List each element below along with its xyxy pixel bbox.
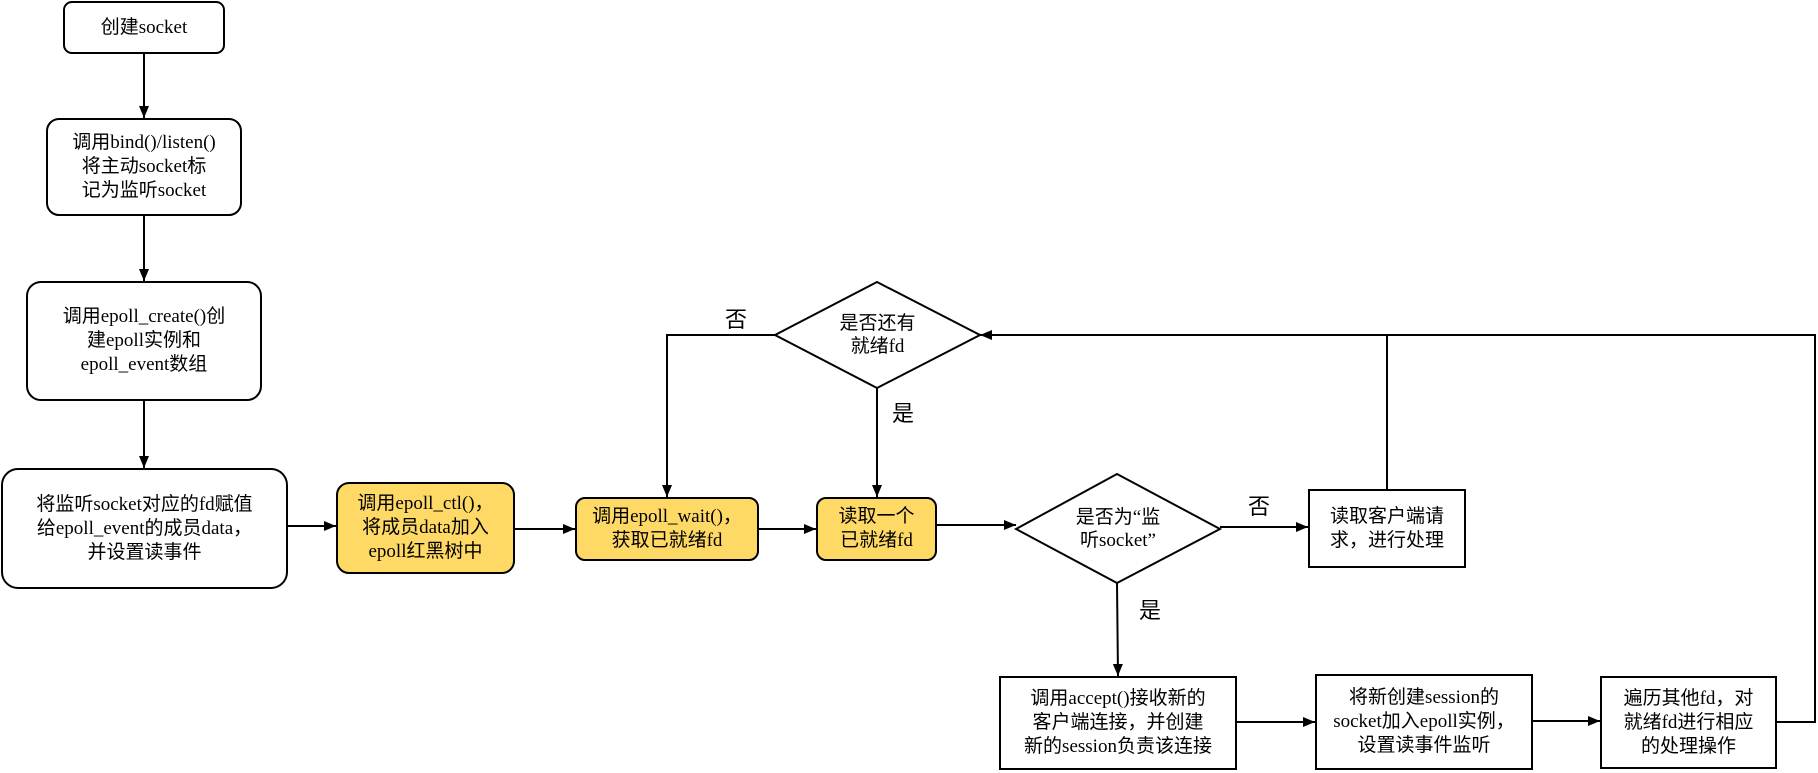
arrow-traverse-loop-back bbox=[980, 330, 1816, 723]
step-text-line: 设置读事件监听 bbox=[1357, 735, 1491, 756]
step-create-socket: 创建socket bbox=[63, 1, 225, 54]
step-text-line: 创建socket bbox=[100, 16, 188, 38]
edge-label-no: 否 bbox=[1247, 494, 1271, 519]
decision-more-ready-fd-shape bbox=[772, 280, 983, 390]
step-epoll-ctl: 调用epoll_ctl()， 将成员data加入 epoll红黑树中 bbox=[336, 482, 515, 574]
step-accept-connection: 调用accept()接收新的 客户端连接，并创建 新的session负责该连接 bbox=[999, 676, 1237, 770]
decision-is-listen-socket-shape bbox=[1013, 472, 1223, 585]
step-text-line: 调用epoll_ctl()， bbox=[357, 493, 494, 514]
edge-label-yes: 是 bbox=[891, 401, 915, 426]
step-epoll-create: 调用epoll_create()创 建epoll实例和 epoll_event数… bbox=[26, 281, 262, 401]
step-text-line: 就绪fd进行相应 bbox=[1623, 711, 1754, 733]
step-text-line: 给epoll_event的成员data， bbox=[36, 517, 253, 539]
step-text-line: 将新创建session的 bbox=[1349, 687, 1499, 708]
step-text-line: epoll_event数组 bbox=[80, 354, 208, 375]
step-handle-client-request: 读取客户端请 求，进行处理 bbox=[1308, 489, 1466, 568]
step-text-line: 求，进行处理 bbox=[1329, 529, 1444, 551]
step-text-line: 读取客户端请 bbox=[1329, 505, 1444, 527]
step-text-line: 建epoll实例和 bbox=[87, 330, 201, 351]
step-epoll-wait: 调用epoll_wait()， 获取已就绪fd bbox=[575, 497, 759, 561]
step-text-line: 调用accept()接收新的 bbox=[1030, 688, 1206, 709]
step-text-line: 将监听socket对应的fd赋值 bbox=[36, 493, 253, 515]
decision-text-line: 是否还有 bbox=[839, 313, 916, 334]
step-traverse-other-fds: 遍历其他fd，对 就绪fd进行相应 的处理操作 bbox=[1600, 676, 1777, 769]
arrow-listen-yes-to-accept bbox=[1112, 582, 1123, 677]
edge-label-yes: 是 bbox=[1138, 598, 1162, 623]
edge-label-no: 否 bbox=[724, 307, 748, 332]
step-text-line: 将成员data加入 bbox=[362, 517, 489, 538]
step-text-line: 调用epoll_create()创 bbox=[62, 306, 226, 327]
step-text-line: 新的session负责该连接 bbox=[1024, 736, 1212, 757]
decision-is-listen-socket: 是否为“监 听socket” bbox=[1016, 474, 1220, 583]
step-text-line: epoll红黑树中 bbox=[368, 541, 483, 562]
decision-text-line: 就绪fd bbox=[850, 336, 905, 357]
step-text-line: 已就绪fd bbox=[840, 530, 913, 551]
decision-text-line: 是否为“监 bbox=[1075, 506, 1161, 528]
step-text-line: 遍历其他fd，对 bbox=[1623, 687, 1754, 709]
step-text-line: 获取已就绪fd bbox=[611, 530, 723, 551]
step-text-line: 将主动socket标 bbox=[81, 156, 207, 177]
decision-text-line: 听socket” bbox=[1080, 529, 1156, 551]
step-text-line: 的处理操作 bbox=[1640, 735, 1736, 757]
step-text-line: 记为监听socket bbox=[81, 180, 207, 201]
step-text-line: 并设置读事件 bbox=[87, 541, 202, 563]
step-read-ready-fd: 读取一个 已就绪fd bbox=[816, 497, 937, 561]
step-add-session-socket: 将新创建session的 socket加入epoll实例， 设置读事件监听 bbox=[1315, 674, 1533, 770]
arrow-more-no-to-wait bbox=[662, 334, 775, 497]
step-text-line: 调用bind()/listen() bbox=[72, 132, 216, 153]
step-text-line: 调用epoll_wait()， bbox=[592, 506, 742, 527]
step-text-line: 读取一个 bbox=[838, 506, 915, 527]
step-assign-listen-fd: 将监听socket对应的fd赋值 给epoll_event的成员data， 并设… bbox=[1, 468, 288, 589]
step-text-line: socket加入epoll实例， bbox=[1333, 711, 1515, 732]
step-text-line: 客户端连接，并创建 bbox=[1032, 712, 1204, 733]
decision-more-ready-fd: 是否还有 就绪fd bbox=[775, 282, 980, 388]
step-bind-listen: 调用bind()/listen() 将主动socket标 记为监听socket bbox=[46, 118, 242, 216]
